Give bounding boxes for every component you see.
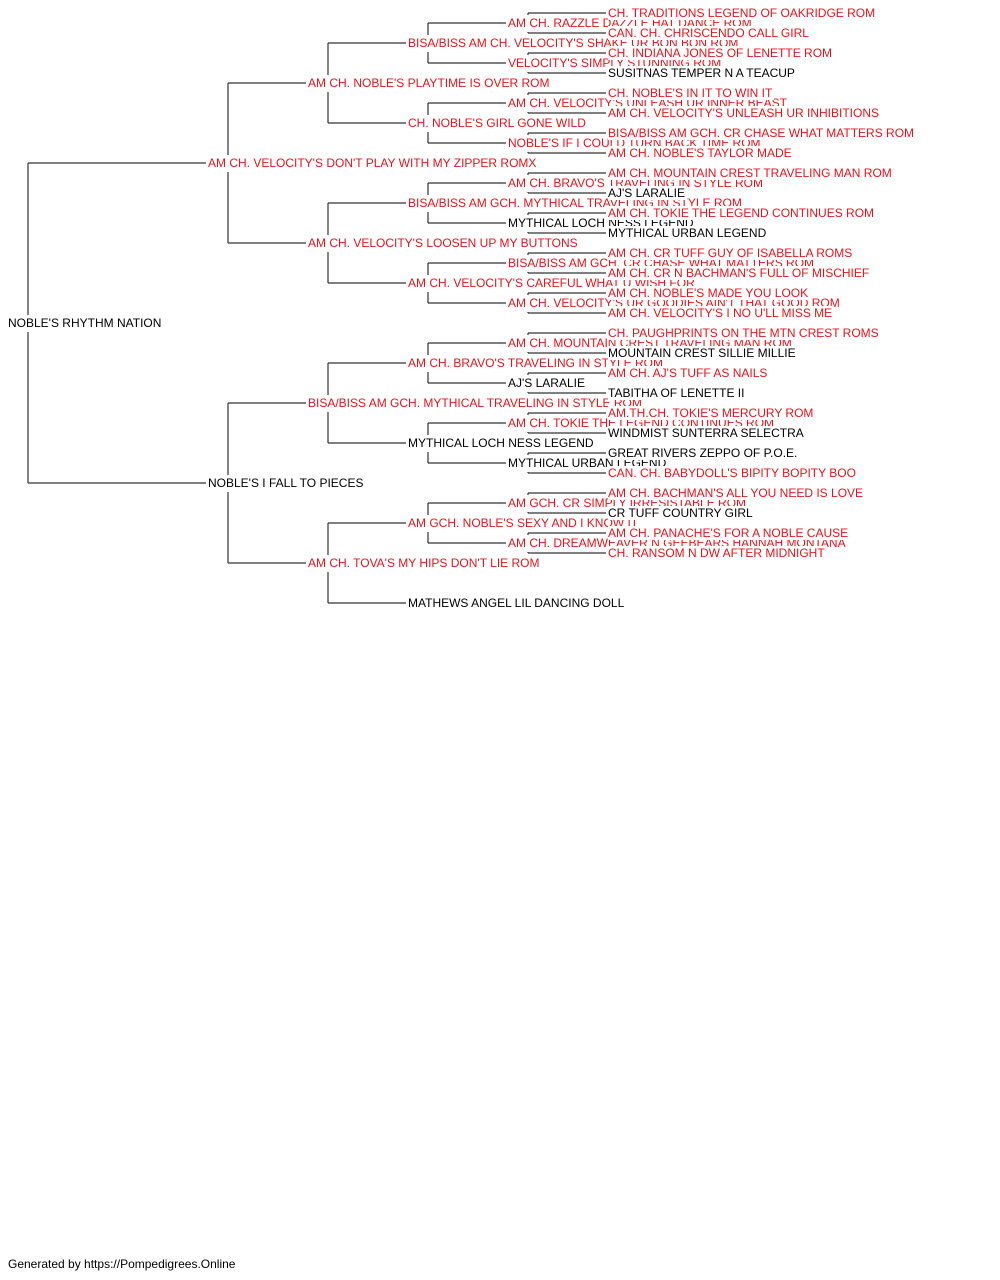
ancestor-entry: CH. NOBLE'S GIRL GONE WILD: [408, 116, 588, 130]
ancestor-entry: SUSITNAS TEMPER N A TEACUP: [608, 66, 797, 80]
ancestor-entry: WINDMIST SUNTERRA SELECTRA: [608, 426, 806, 440]
ancestor-entry: AM CH. AJ'S TUFF AS NAILS: [608, 366, 770, 380]
dam-entry: NOBLE'S I FALL TO PIECES: [208, 476, 366, 490]
ancestor-entry: BISA/BISS AM GCH. CR CHASE WHAT MATTERS …: [608, 126, 917, 140]
ancestor-entry: AM CH. CR N BACHMAN'S FULL OF MISCHIEF: [608, 266, 872, 280]
ancestor-entry: AM CH. VELOCITY'S I NO U'LL MISS ME: [608, 306, 835, 320]
ancestor-entry: AM CH. TOVA'S MY HIPS DON'T LIE ROM: [308, 556, 542, 570]
ancestor-entry: MYTHICAL URBAN LEGEND: [608, 226, 769, 240]
ancestor-entry: AM.TH.CH. TOKIE'S MERCURY ROM: [608, 406, 816, 420]
ancestor-entry: CH. TRADITIONS LEGEND OF OAKRIDGE ROM: [608, 6, 878, 20]
ancestor-entry: AM CH. CR TUFF GUY OF ISABELLA ROMS: [608, 246, 855, 260]
ancestor-entry: CH. INDIANA JONES OF LENETTE ROM: [608, 46, 835, 60]
ancestor-entry: AM CH. BRAVO'S TRAVELING IN STYLE ROM: [408, 356, 666, 370]
ancestor-entry: MYTHICAL LOCH NESS LEGEND: [408, 436, 596, 450]
ancestor-entry: AM CH. NOBLE'S PLAYTIME IS OVER ROM: [308, 76, 552, 90]
footer-credit: Generated by https://Pompedigrees.Online: [8, 1257, 236, 1271]
ancestor-entry: BISA/BISS AM GCH. MYTHICAL TRAVELING IN …: [308, 396, 644, 410]
ancestor-entry: MATHEWS ANGEL LIL DANCING DOLL: [408, 596, 627, 610]
ancestor-entry: CH. NOBLE'S IN IT TO WIN IT: [608, 86, 775, 100]
ancestor-entry: AM CH. PANACHE'S FOR A NOBLE CAUSE: [608, 526, 851, 540]
ancestor-entry: CH. RANSOM N DW AFTER MIDNIGHT: [608, 546, 827, 560]
ancestor-entry: CH. PAUGHPRINTS ON THE MTN CREST ROMS: [608, 326, 881, 340]
subject-dog: NOBLE'S RHYTHM NATION: [8, 316, 164, 330]
ancestor-entry: CR TUFF COUNTRY GIRL: [608, 506, 755, 520]
ancestor-entry: AJ'S LARALIE: [608, 186, 687, 200]
sire-entry: AM CH. VELOCITY'S DON'T PLAY WITH MY ZIP…: [208, 156, 539, 170]
ancestor-entry: AM CH. VELOCITY'S LOOSEN UP MY BUTTONS: [308, 236, 580, 250]
ancestor-entry: AM CH. TOKIE THE LEGEND CONTINUES ROM: [608, 206, 877, 220]
ancestor-entry: GREAT RIVERS ZEPPO OF P.O.E.: [608, 446, 800, 460]
ancestor-entry: MOUNTAIN CREST SILLIE MILLIE: [608, 346, 798, 360]
ancestor-entry: AM CH. BACHMAN'S ALL YOU NEED IS LOVE: [608, 486, 866, 500]
ancestor-entry: TABITHA OF LENETTE II: [608, 386, 747, 400]
ancestor-entry: AM CH. VELOCITY'S UNLEASH UR INHIBITIONS: [608, 106, 882, 120]
ancestor-entry: AM GCH. NOBLE'S SEXY AND I KNOW IT: [408, 516, 641, 530]
ancestor-entry: CAN. CH. BABYDOLL'S BIPITY BOPITY BOO: [608, 466, 858, 480]
ancestor-entry: AM CH. NOBLE'S MADE YOU LOOK: [608, 286, 811, 300]
ancestor-entry: AJ'S LARALIE: [508, 376, 587, 390]
ancestor-entry: CAN. CH. CHRISCENDO CALL GIRL: [608, 26, 811, 40]
ancestor-entry: AM CH. NOBLE'S TAYLOR MADE: [608, 146, 794, 160]
ancestor-entry: AM CH. MOUNTAIN CREST TRAVELING MAN ROM: [608, 166, 894, 180]
